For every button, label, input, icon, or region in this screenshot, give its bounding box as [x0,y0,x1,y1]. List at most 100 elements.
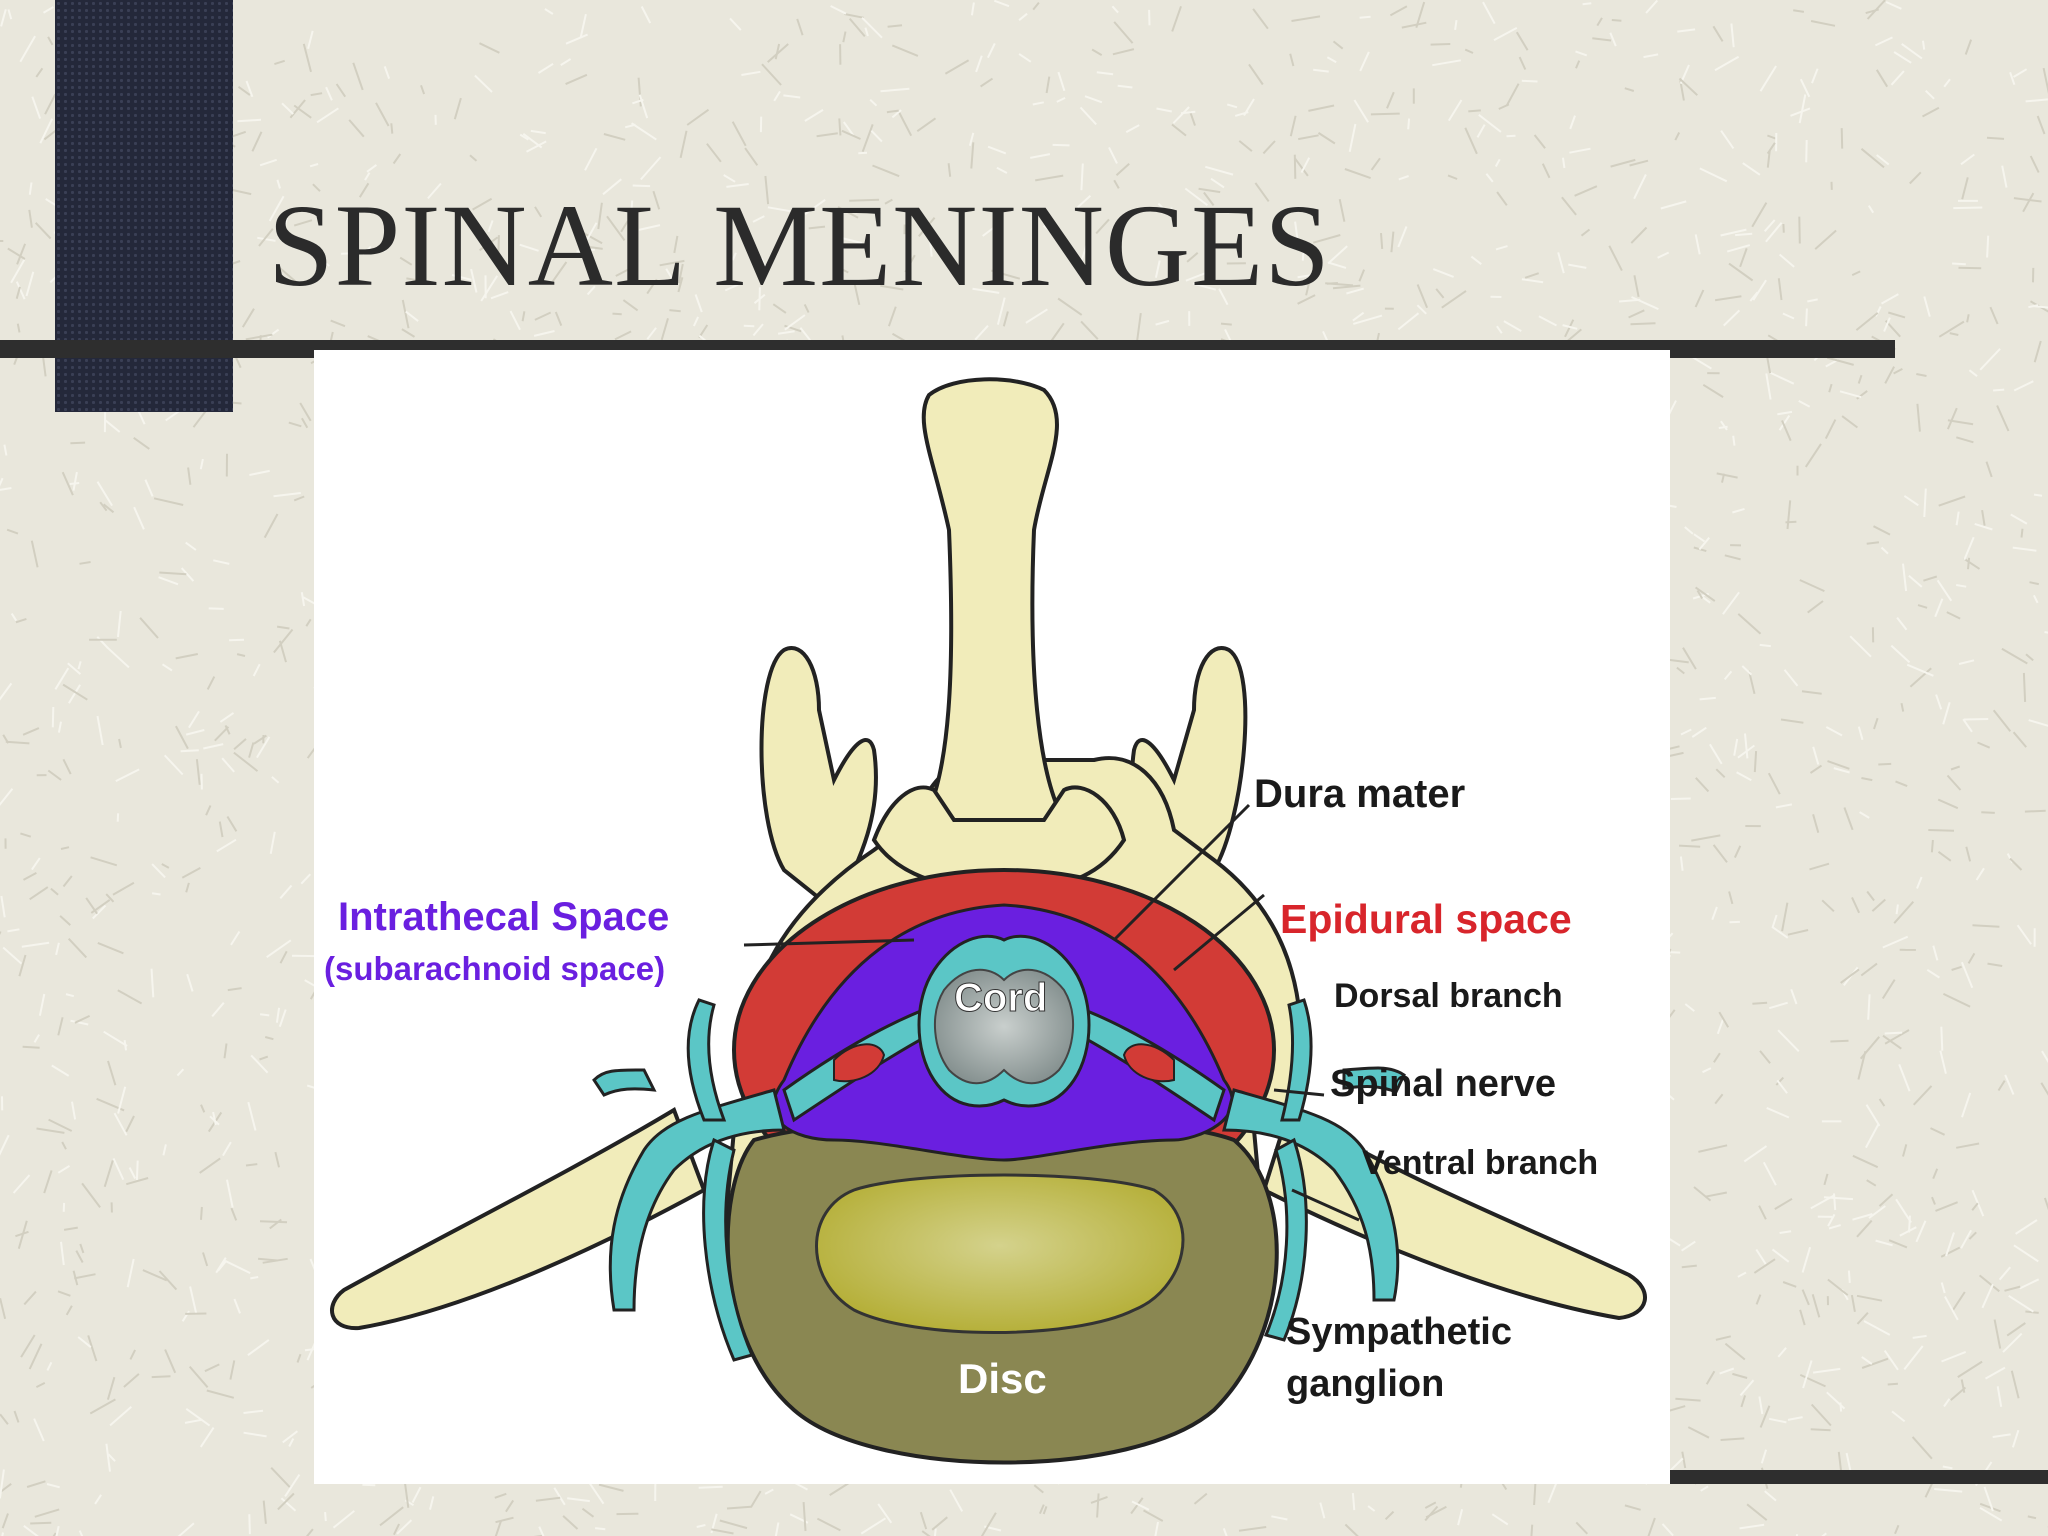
texture-stroke [15,281,26,300]
texture-stroke [1979,1502,2001,1513]
texture-stroke [870,130,883,143]
texture-stroke [129,1349,136,1360]
texture-stroke [270,1467,291,1488]
texture-stroke [1538,315,1557,327]
texture-stroke [1956,1142,1980,1149]
texture-stroke [162,1144,167,1156]
texture-stroke [2010,1370,2020,1399]
texture-stroke [1871,898,1886,912]
texture-stroke [1739,248,1748,268]
texture-stroke [0,931,2,936]
texture-stroke [1238,140,1253,152]
texture-stroke [1709,743,1723,765]
texture-stroke [1938,320,1965,338]
texture-stroke [276,264,299,285]
texture-stroke [1923,296,1931,317]
texture-stroke [1942,992,1971,1008]
texture-stroke [519,243,539,252]
texture-stroke [1828,1224,1841,1230]
texture-stroke [904,254,916,273]
texture-stroke [411,1486,422,1504]
texture-stroke [1724,1342,1746,1361]
texture-stroke [1755,1294,1762,1305]
texture-stroke [1915,1220,1927,1243]
texture-stroke [284,1474,301,1497]
texture-stroke [1898,1064,1911,1092]
texture-stroke [1220,322,1232,326]
texture-stroke [1895,1198,1912,1224]
texture-stroke [1435,288,1445,299]
texture-stroke [1533,134,1546,149]
texture-stroke [1867,994,1871,1020]
texture-stroke [70,1019,89,1026]
texture-stroke [1861,1357,1889,1369]
texture-stroke [767,43,789,63]
texture-stroke [646,327,657,340]
texture-stroke [106,1376,116,1400]
texture-stroke [861,124,874,153]
texture-stroke [104,419,121,433]
texture-stroke [1888,311,1906,319]
texture-stroke [1030,153,1051,159]
texture-stroke [81,1182,101,1209]
texture-stroke [248,742,255,758]
texture-stroke [1878,1098,1886,1107]
texture-stroke [916,117,937,133]
texture-stroke [1856,1294,1883,1302]
texture-stroke [1775,1076,1785,1086]
texture-stroke [891,109,902,119]
texture-stroke [1676,666,1685,675]
texture-stroke [1494,158,1501,167]
texture-stroke [258,228,274,247]
texture-stroke [1130,1497,1144,1515]
texture-stroke [1050,322,1065,342]
texture-stroke [1702,1067,1712,1074]
texture-stroke [1524,272,1540,279]
texture-stroke [259,158,278,167]
texture-stroke [1865,1123,1880,1149]
texture-stroke [1327,261,1347,269]
texture-stroke [105,893,115,903]
texture-stroke [1945,1232,1955,1257]
texture-stroke [118,738,122,749]
texture-stroke [233,738,247,751]
texture-stroke [273,628,294,654]
texture-stroke [38,993,46,1016]
texture-stroke [1857,1050,1867,1080]
texture-stroke [1298,134,1319,141]
texture-stroke [237,85,251,96]
texture-stroke [1574,185,1598,197]
texture-stroke [1358,269,1366,282]
texture-stroke [1415,1,1426,28]
texture-stroke [1778,415,1791,431]
texture-stroke [1769,1001,1788,1010]
texture-stroke [1401,21,1427,29]
texture-stroke [222,1141,232,1157]
texture-stroke [1628,309,1645,319]
texture-stroke [861,16,883,39]
bottom-accent-rule [1582,1470,2048,1484]
texture-stroke [1254,182,1270,202]
texture-stroke [1432,59,1461,67]
texture-stroke [959,225,964,238]
texture-stroke [300,592,306,607]
texture-stroke [1154,260,1161,278]
page-title: SPINAL MENINGES [268,180,1331,311]
texture-stroke [1810,1428,1831,1432]
texture-stroke [180,749,199,753]
texture-stroke [383,66,391,79]
texture-stroke [615,264,638,277]
texture-stroke [2012,68,2028,78]
texture-stroke [57,1017,64,1036]
texture-stroke [1911,1436,1933,1460]
texture-stroke [1940,1246,1961,1258]
texture-stroke [158,576,179,586]
texture-stroke [1847,1270,1851,1283]
texture-stroke [1084,95,1103,104]
texture-stroke [1505,83,1520,107]
texture-stroke [133,436,150,450]
texture-stroke [69,482,80,485]
texture-stroke [584,147,598,171]
texture-stroke [1359,51,1370,72]
texture-stroke [1441,290,1467,309]
